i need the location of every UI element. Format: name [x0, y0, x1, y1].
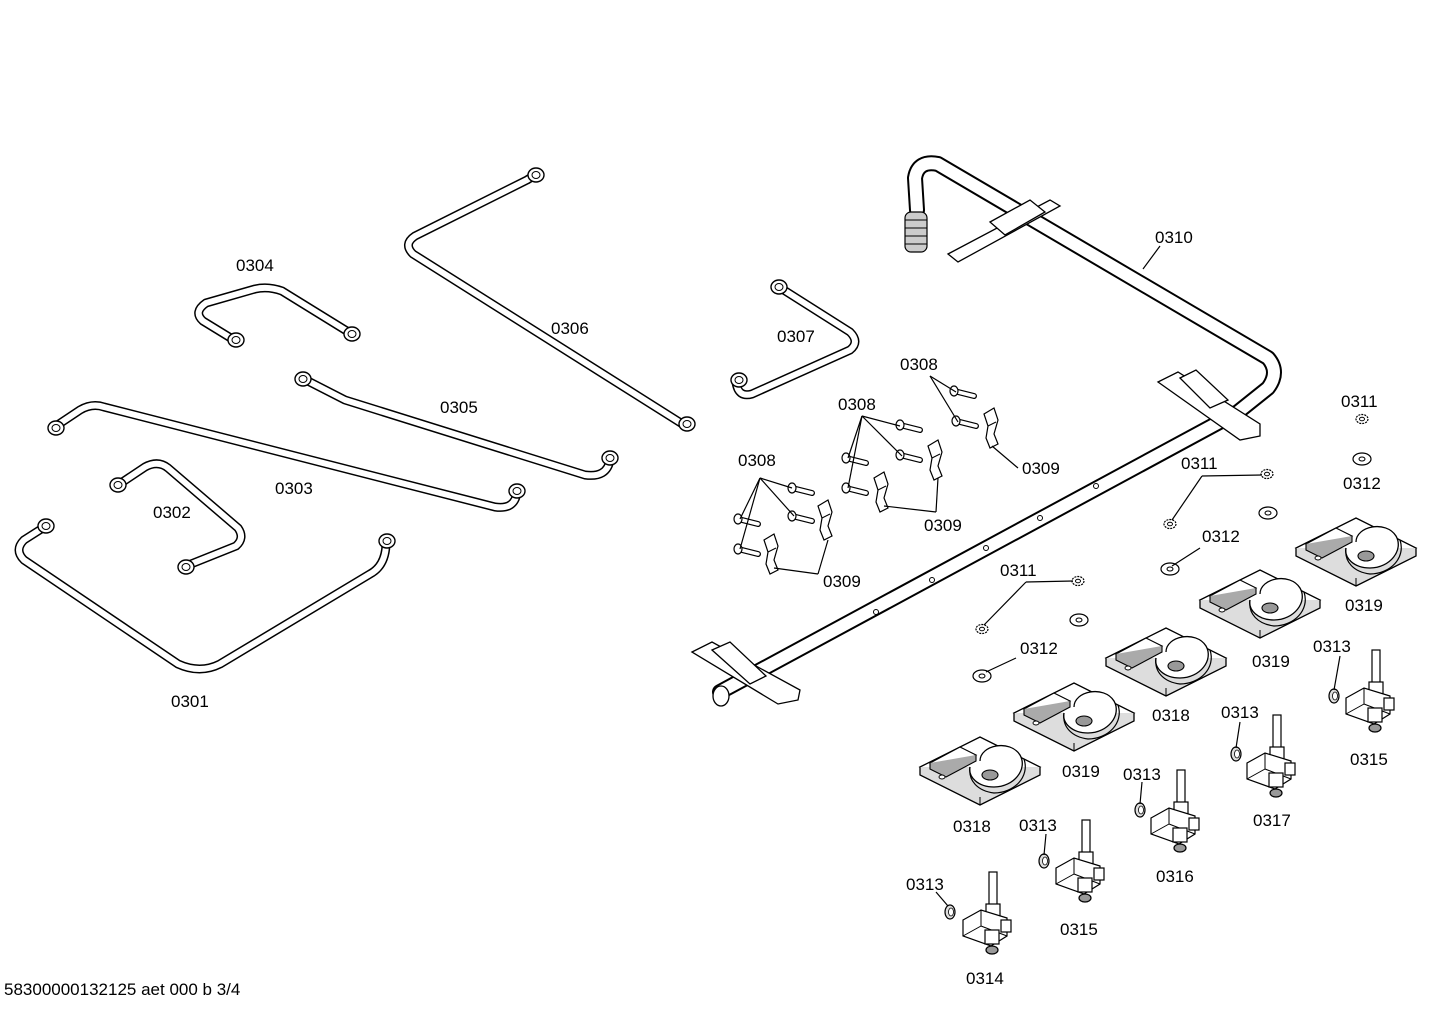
screws-clips-group-2 — [842, 415, 943, 513]
burner-0318-a — [1105, 627, 1227, 697]
label-0304: 0304 — [236, 256, 274, 275]
pipe-0305 — [294, 371, 619, 480]
label-0318-b: 0318 — [953, 817, 991, 836]
label-0309-b: 0309 — [924, 516, 962, 535]
pipe-0304 — [194, 283, 361, 348]
label-0314: 0314 — [966, 969, 1004, 988]
label-0305: 0305 — [440, 398, 478, 417]
washers — [972, 413, 1372, 683]
label-0303: 0303 — [275, 479, 313, 498]
label-0316: 0316 — [1156, 867, 1194, 886]
label-0310: 0310 — [1155, 228, 1193, 247]
label-0313-e: 0313 — [906, 875, 944, 894]
pipe-0302 — [109, 459, 246, 575]
label-0308-c: 0308 — [738, 451, 776, 470]
burner-0319-c — [1013, 682, 1135, 752]
valve-0317 — [1230, 714, 1296, 798]
label-0317: 0317 — [1253, 811, 1291, 830]
valve-0315-a — [1328, 649, 1395, 733]
label-0312-b: 0312 — [1202, 527, 1240, 546]
label-0319-b: 0319 — [1252, 652, 1290, 671]
label-0313-c: 0313 — [1123, 765, 1161, 784]
label-0309-a: 0309 — [1022, 459, 1060, 478]
valve-0316 — [1134, 769, 1200, 853]
pipe-0301 — [14, 518, 396, 674]
manifold-0310 — [690, 155, 1282, 707]
label-0308-b: 0308 — [838, 395, 876, 414]
label-0318-a: 0318 — [1152, 706, 1190, 725]
drawing-number: 58300000132125 aet 000 b 3/4 — [4, 980, 241, 999]
label-0309-c: 0309 — [823, 572, 861, 591]
valve-0314 — [935, 871, 1012, 955]
label-0312-c: 0312 — [1020, 639, 1058, 658]
valve-0315-b — [1038, 819, 1105, 903]
label-0315-a: 0315 — [1350, 750, 1388, 769]
label-0307: 0307 — [777, 327, 815, 346]
pipe-0303 — [47, 401, 526, 512]
label-0301: 0301 — [171, 692, 209, 711]
label-0306: 0306 — [551, 319, 589, 338]
screws-clips-group-1 — [929, 375, 1019, 469]
label-0308-a: 0308 — [900, 355, 938, 374]
label-0315-b: 0315 — [1060, 920, 1098, 939]
label-0312-a: 0312 — [1343, 474, 1381, 493]
burner-0319-b — [1199, 569, 1321, 639]
screws-clips-group-3 — [734, 477, 833, 575]
label-0311-b: 0311 — [1181, 454, 1218, 473]
pipe-0306 — [404, 167, 696, 432]
pipe-0307 — [730, 279, 860, 400]
label-0319-a: 0319 — [1345, 596, 1383, 615]
label-0311-a: 0311 — [1341, 392, 1378, 411]
label-0313-b: 0313 — [1221, 703, 1259, 722]
label-0313-a: 0313 — [1313, 637, 1351, 656]
label-0311-c: 0311 — [1000, 561, 1037, 580]
label-0302: 0302 — [153, 503, 191, 522]
burner-0319-a — [1295, 517, 1417, 587]
label-0319-c: 0319 — [1062, 762, 1100, 781]
label-0313-d: 0313 — [1019, 816, 1057, 835]
burner-0318-b — [919, 736, 1041, 806]
